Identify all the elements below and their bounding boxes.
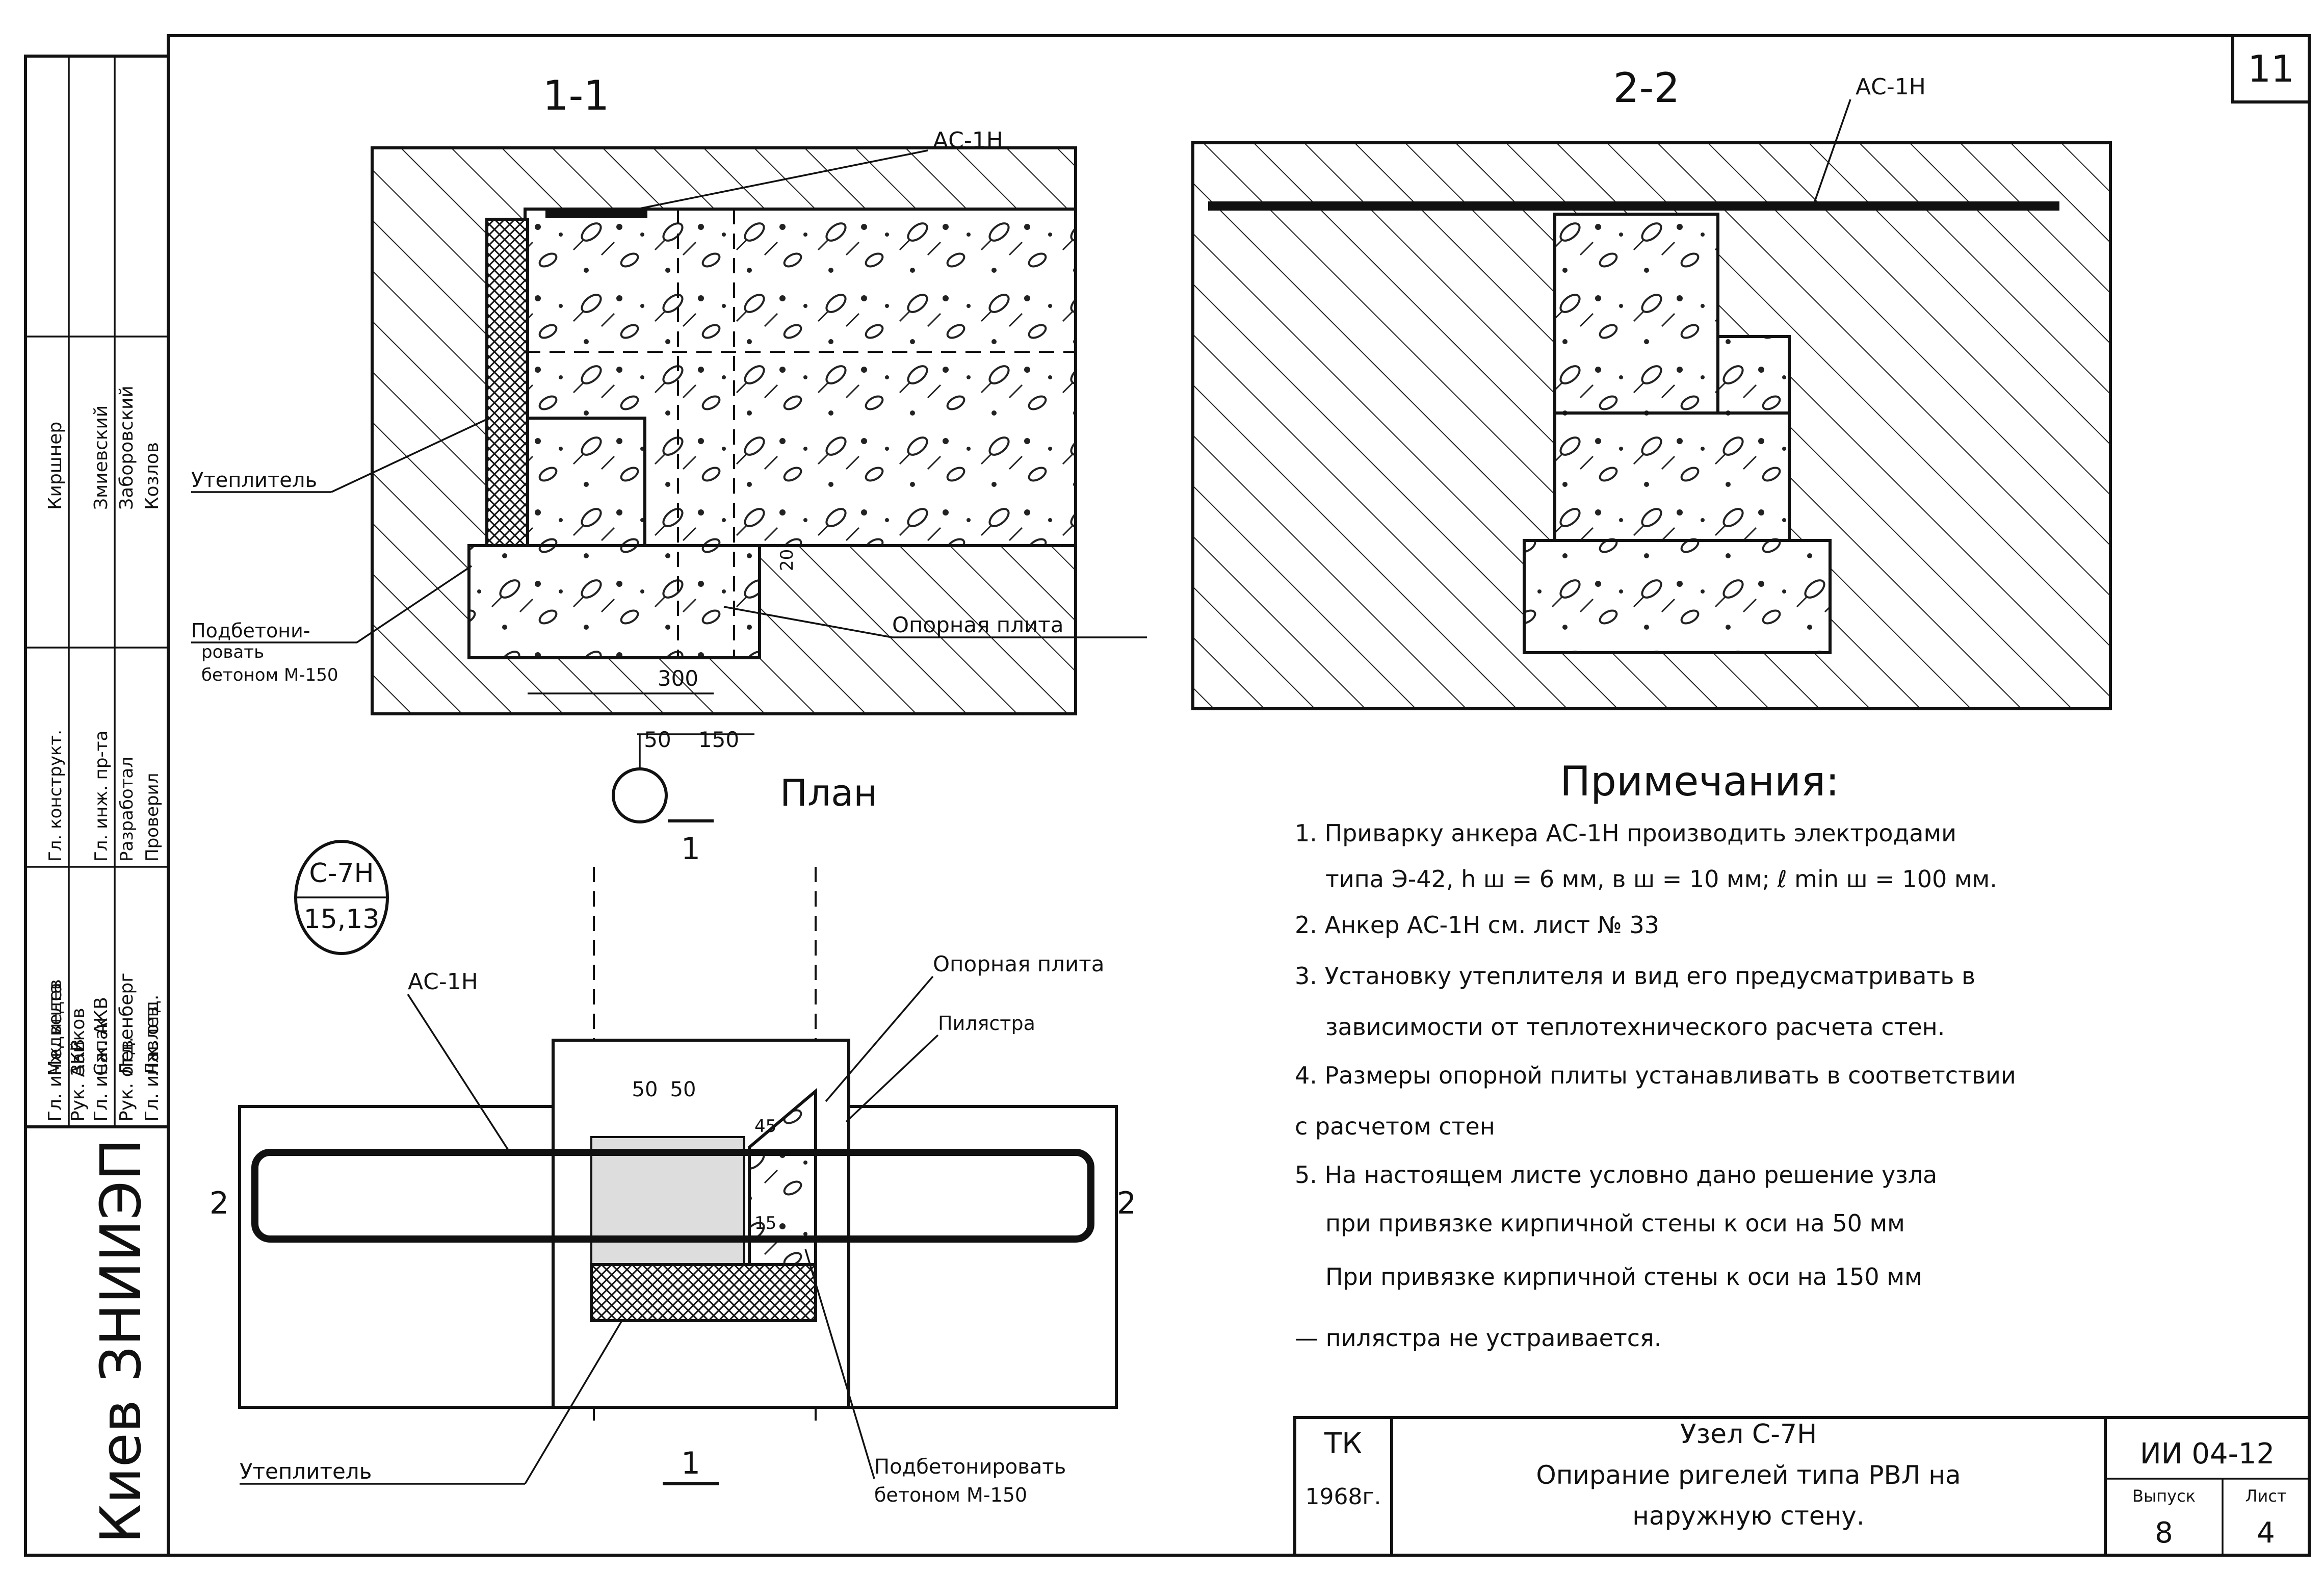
dim-50: 50 <box>644 727 671 752</box>
insulation-plan <box>590 1263 817 1322</box>
note-line-0: 1. Приварку анкера АС-1Н производить эле… <box>1295 819 1956 847</box>
stamp-role-2: Гл. инж. АКВ <box>91 997 112 1122</box>
stamp-role-0: Гл. инж. ин-та <box>45 983 66 1122</box>
insulation-label-1: Утеплитель <box>191 469 317 492</box>
anchor-label-2: АС-1Н <box>1856 74 1926 100</box>
section-2-2: 2-2 АС-1Н <box>1191 64 2112 710</box>
title-block: ТК 1968г. Узел С-7Н Опирание ригелей тип… <box>1293 1416 2311 1557</box>
tb-doc-code: ИИ 04-12 <box>2140 1437 2275 1471</box>
stamp-name-6: Змиевский <box>91 405 112 510</box>
grout-plan <box>590 1136 745 1266</box>
stamp-org: Киев ЗНИИЭП <box>88 1139 153 1543</box>
tb-issue-label: Выпуск <box>2132 1486 2196 1506</box>
node-code: С-7Н <box>309 858 374 889</box>
note-line-4: зависимости от теплотехнического расчета… <box>1325 1013 1945 1041</box>
tb-sheet: 4 <box>2257 1516 2275 1550</box>
dim-20: 20 <box>777 549 797 571</box>
anchor-label-plan: АС-1Н <box>408 969 478 995</box>
grout-label-1a: Подбетони- <box>191 620 310 642</box>
note-line-6: с расчетом стен <box>1295 1113 1495 1140</box>
stamp-name-2: Сапак <box>91 1017 112 1076</box>
cut-2-right: 2 <box>1117 1186 1136 1221</box>
note-line-1: типа Э-42, h ш = 6 мм, в ш = 10 мм; ℓ mi… <box>1325 865 1997 893</box>
notes-title: Примечания: <box>1560 758 1839 805</box>
tb-series: ТК <box>1324 1427 1362 1460</box>
grout-label-1c: бетоном М-150 <box>201 665 338 685</box>
sheet-number-box <box>2231 34 2311 104</box>
stamp-name-7: Заборовский <box>116 385 137 510</box>
section-1-label: 1-1 <box>543 72 610 119</box>
plate-label-plan: Опорная плита <box>933 951 1105 976</box>
note-line-10: — пилястра не устраивается. <box>1295 1324 1661 1352</box>
note-line-5: 4. Размеры опорной плиты устанавливать в… <box>1295 1062 2016 1089</box>
anchor-bar-2 <box>1208 201 2059 211</box>
stamp-role-6: Гл. инж. пр-та <box>91 731 112 862</box>
rebar-frame-plan <box>251 1149 1094 1243</box>
grout-label-1b: ровать <box>201 642 264 662</box>
tb-title-1: Узел С-7Н <box>1680 1419 1817 1450</box>
plan-label: План <box>780 771 877 814</box>
support-plate-1 <box>467 544 761 659</box>
tb-title-3: наружную стену. <box>1632 1501 1865 1531</box>
cut-1-bottom: 1 <box>681 1446 700 1481</box>
grout-label-plan-1: Подбетонировать <box>874 1455 1066 1479</box>
note-line-7: 5. На настоящем листе условно дано решен… <box>1295 1161 1937 1189</box>
sheet-number: 11 <box>2248 47 2294 90</box>
anchor-plate-1 <box>545 210 647 218</box>
stamp-role-1: Рук. АКВ <box>68 1039 89 1122</box>
stamp-role-7: Разработал <box>117 757 137 862</box>
section-1-1: 1-1 АС-1Н Утеплитель Подбетони- ровать б… <box>191 72 1147 823</box>
stamp-name-8: Козлов <box>142 442 163 510</box>
note-line-2: 2. Анкер АС-1Н см. лист № 33 <box>1295 911 1659 939</box>
grout-label-plan-2: бетоном М-150 <box>874 1484 1027 1506</box>
stamp-role-8: Проверил <box>142 773 163 862</box>
tb-sheet-label: Лист <box>2245 1486 2286 1506</box>
insulation-label-plan: Утеплитель <box>240 1459 372 1484</box>
stamp-name-5: Киршнер <box>45 422 66 510</box>
beam-mid-2 <box>1553 411 1791 542</box>
dim-45: 45 <box>754 1116 776 1137</box>
stamp-role-4: Гл. инж. отд. <box>142 995 163 1122</box>
notes: Примечания: 1. Приварку анкера АС-1Н про… <box>1295 758 2016 1352</box>
axis-marker-1 <box>612 767 668 823</box>
grout-block-1 <box>526 417 646 547</box>
section-2-label: 2-2 <box>1613 64 1680 112</box>
cut-1-top: 1 <box>681 831 700 867</box>
tb-issue: 8 <box>2155 1516 2173 1550</box>
stamp-name-4: Лавлев <box>142 1006 163 1076</box>
plan-view: С-7Н 15,13 1 АС-1Н Опорная плита Пилястр… <box>210 819 1136 1506</box>
tb-title-2: Опирание ригелей типа РВЛ на <box>1536 1460 1961 1490</box>
support-plate-2 <box>1523 539 1832 654</box>
dim-50a: 50 <box>632 1078 658 1101</box>
dim-150: 150 <box>698 727 739 752</box>
dim-300: 300 <box>658 666 698 691</box>
anchor-label-1: АС-1Н <box>933 127 1003 153</box>
insulation-1 <box>485 218 529 547</box>
stamp-role-3: Рук. отд. <box>116 1037 137 1122</box>
stamp-name-0: Медведев <box>45 979 66 1076</box>
cut-2-left: 2 <box>210 1186 229 1221</box>
note-line-3: 3. Установку утеплителя и вид его предус… <box>1295 962 1975 990</box>
plate-label-1: Опорная плита <box>892 612 1064 637</box>
note-line-9: При привязке кирпичной стены к оси на 15… <box>1325 1263 1922 1291</box>
left-stamp: Киев ЗНИИЭП Гл. инж. ин-та Рук. АКВ Гл. … <box>24 55 170 1557</box>
stamp-name-1: Зайков <box>68 1008 89 1076</box>
tb-year: 1968г. <box>1305 1484 1381 1510</box>
dim-15: 15 <box>754 1213 776 1233</box>
node-refs: 15,13 <box>304 904 380 935</box>
stamp-role-5: Гл. конструкт. <box>45 730 66 862</box>
dim-50b: 50 <box>670 1078 696 1101</box>
stamp-name-3: Левенберг <box>116 973 137 1076</box>
pilaster-label: Пилястра <box>938 1012 1035 1035</box>
note-line-8: при привязке кирпичной стены к оси на 50… <box>1325 1209 1905 1237</box>
